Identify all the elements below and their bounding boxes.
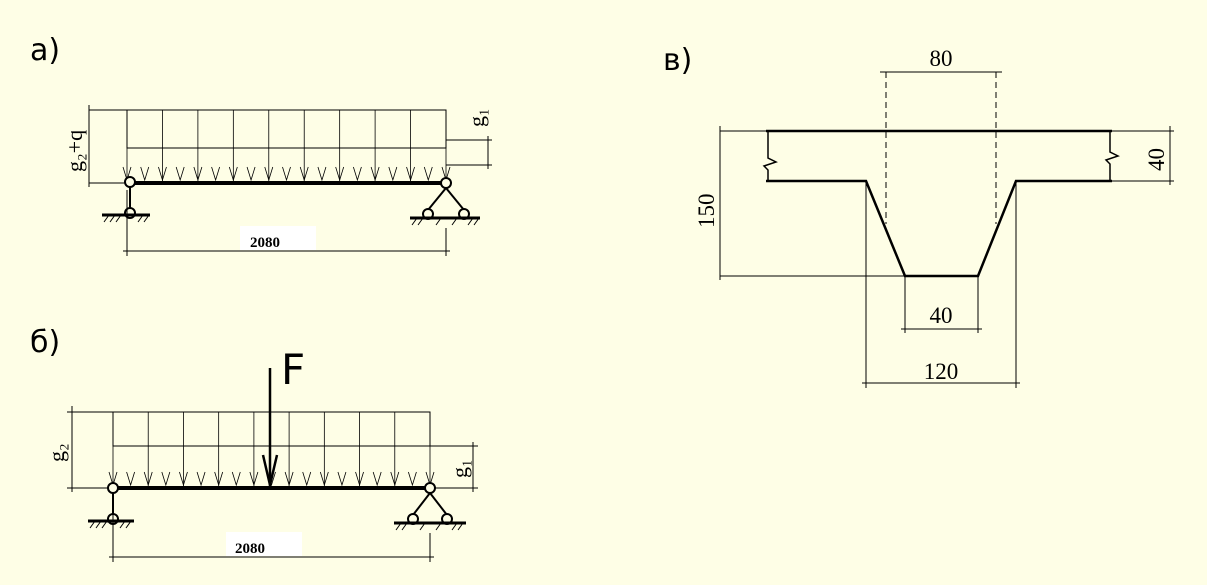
load-arrowhead: [143, 471, 153, 487]
rib-outline: [766, 179, 1112, 278]
span-label-a: 2080: [250, 235, 280, 251]
label-120: 120: [924, 359, 959, 384]
figure-c: в) 80 150 40 40 120: [663, 43, 1174, 388]
load-arrowhead: [231, 471, 241, 487]
load-arrowhead: [228, 166, 238, 182]
load-label-g2-b: g₂: [44, 443, 69, 462]
load-arrowhead: [211, 166, 220, 182]
distributed-load-upper-b: [112, 411, 431, 447]
load-arrowhead: [319, 471, 329, 487]
figure-c-label: в): [663, 43, 692, 78]
load-arrowhead: [390, 471, 400, 487]
load-arrowhead: [284, 471, 294, 487]
load-arrowhead: [175, 166, 185, 182]
load-label-g2q-a: g₂+q: [62, 130, 87, 172]
span-label-b: 2080: [235, 541, 265, 557]
label-150: 150: [694, 194, 719, 229]
load-arrowhead: [408, 471, 417, 487]
point-force-label: F: [281, 345, 305, 394]
break-line-right: [1104, 131, 1120, 181]
figure-a: а) g₂+q g₁: [30, 33, 492, 256]
load-label-g1-a: g₁: [464, 108, 489, 127]
load-arrows-a: [122, 110, 451, 182]
load-arrowhead: [126, 471, 135, 487]
load-arrowhead: [372, 471, 382, 487]
load-arrowhead: [179, 471, 188, 487]
load-arrowhead: [423, 166, 433, 182]
load-arrowhead: [388, 166, 398, 182]
load-label-g1-b: g₁: [447, 459, 472, 478]
load-arrowhead: [370, 166, 380, 182]
roller-support-right-a: [410, 177, 480, 226]
load-arrowhead: [161, 471, 171, 487]
load-arrows-b: [108, 412, 435, 487]
load-arrowhead: [158, 166, 167, 182]
load-arrowhead: [302, 471, 312, 487]
break-line-left: [762, 131, 778, 181]
load-arrowhead: [337, 471, 347, 487]
label-80: 80: [930, 46, 953, 71]
load-arrowhead: [196, 471, 206, 487]
figure-a-label: а): [30, 33, 60, 68]
distributed-load-upper: [126, 109, 447, 149]
load-arrowhead: [355, 471, 364, 487]
load-arrowhead: [282, 166, 291, 182]
label-bottom-40: 40: [930, 303, 953, 328]
load-arrowhead: [246, 166, 256, 182]
roller-support-right-b: [394, 482, 466, 531]
load-arrowhead: [353, 166, 362, 182]
load-arrowhead: [140, 166, 150, 182]
figure-b: б) g₂ g₁ F: [30, 325, 478, 562]
label-flange-40: 40: [1144, 148, 1169, 171]
figure-b-label: б): [30, 325, 60, 360]
load-arrowhead: [249, 471, 259, 487]
load-arrowhead: [193, 166, 203, 182]
load-arrowhead: [214, 471, 224, 487]
load-arrowhead: [299, 166, 309, 182]
load-arrowhead: [406, 166, 415, 182]
load-arrowhead: [317, 166, 327, 182]
load-arrowhead: [335, 166, 345, 182]
load-arrowhead: [264, 166, 274, 182]
